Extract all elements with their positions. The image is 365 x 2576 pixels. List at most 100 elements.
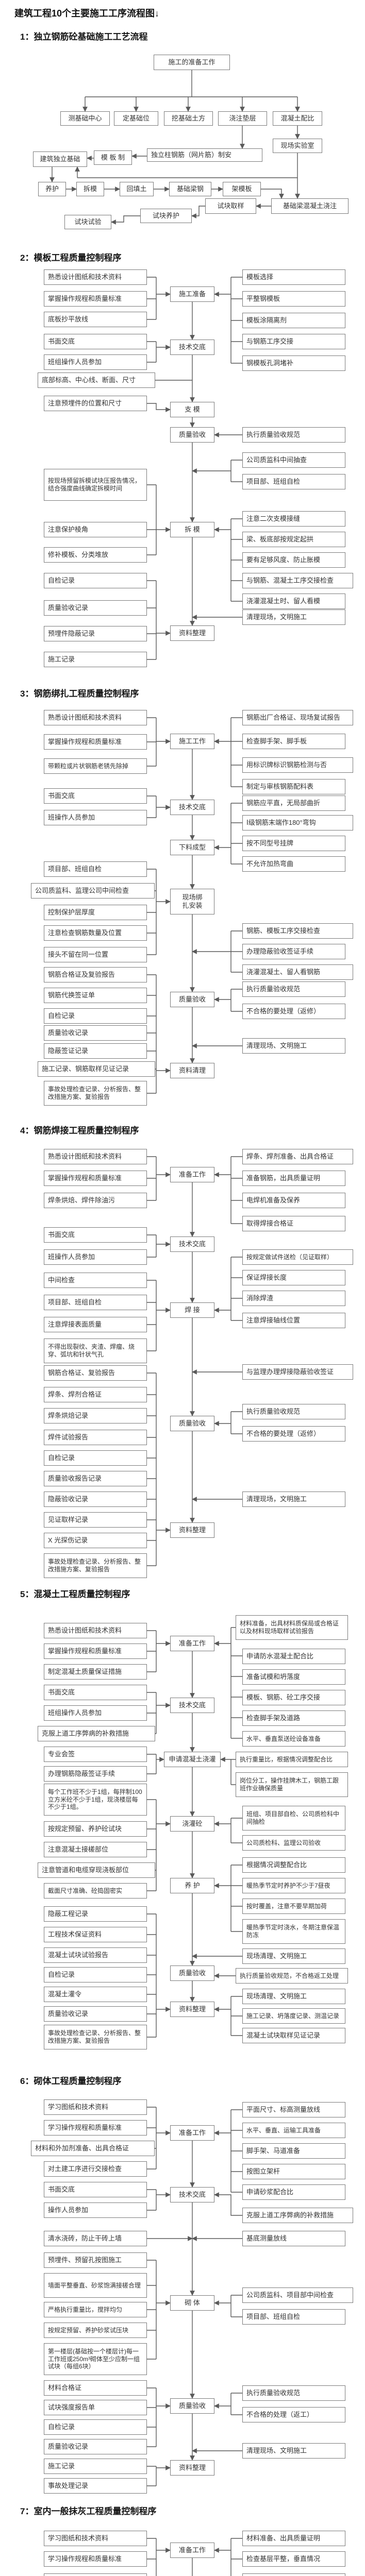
connector-line <box>261 189 284 199</box>
flow-node: 按规定预留、养护砼试块 <box>44 1821 147 1837</box>
flow-node: 测基础中心 <box>60 111 110 126</box>
flow-node: 检查基层平整，垂直情况 <box>242 2551 345 2567</box>
flow-node: X 光探伤记录 <box>44 1533 147 1548</box>
flow-node: 熟悉设计图纸和技术资料 <box>44 1623 147 1638</box>
flow-node: 隐蔽验收记录 <box>44 1492 147 1507</box>
flow-node: 与钢筋工序交接 <box>242 334 345 349</box>
flow-node: 电焊机准备及保养 <box>242 1193 345 1208</box>
flow-node: 质量验收 <box>170 2398 214 2414</box>
flow-node: 注意焊接表面质量 <box>44 1317 147 1332</box>
flow-node: 模板选择 <box>242 269 345 285</box>
flow-node: 浇注垫层 <box>218 111 267 126</box>
flow-node: 执行质量验收规范 <box>242 2385 345 2401</box>
flow-node: 学习操作规程和质量标准 <box>44 2551 147 2567</box>
flow-node: 混凝土试块试验报告 <box>44 1947 147 1963</box>
flow-node: 质量验收报告记录 <box>44 1471 147 1486</box>
flow-node: 钢筋应平直，无局部曲折 <box>242 795 345 811</box>
flow-node: 学习操作规程和质量标准 <box>44 2120 147 2136</box>
flow-node: 底板抄平放线 <box>44 312 147 327</box>
flow-node: 下料成型 <box>170 840 214 855</box>
flow-node: 质量验收记录 <box>44 2006 147 2022</box>
connector-line <box>214 2192 242 2216</box>
flow-node: 项目部、班组自检 <box>44 861 147 877</box>
flow-node: 钢筋代换签证单 <box>44 988 147 1003</box>
flow-node: 要有足够风度、防止胀模 <box>242 552 345 568</box>
flow-node: 混凝土配比 <box>273 111 322 126</box>
flow-node: 准备工作 <box>170 1167 214 1182</box>
flow-node: 公司质监科、项目部中间检查 <box>242 2287 353 2303</box>
flow-node: 按时覆盖，注意不要早期加荷 <box>242 1899 345 1914</box>
flow-node: 对土建工序进行交接检查 <box>44 2161 147 2177</box>
flow-node: 平面尺寸、标高测量放线 <box>242 2102 345 2117</box>
flow-node: 暖热季节定时养护不少于7昼夜 <box>242 1878 345 1893</box>
flow-node: 质量验收记录 <box>44 1025 147 1041</box>
flow-node: 焊条、焊剂准备、出具合格证 <box>242 1149 353 1164</box>
flow-node: 不合格的要处理（返修） <box>242 1004 345 1019</box>
flow-node: 预埋件隐蔽记录 <box>44 626 147 641</box>
flow-node: 按规定做试件送检（见证取样） <box>242 1249 353 1265</box>
flow-node: 注意二次支模接缝 <box>242 511 345 527</box>
flow-node: 公司质监科中间抽查 <box>242 452 345 468</box>
flow-node: 工程技术保证资料 <box>44 1927 147 1942</box>
flow-node: 截面尺寸准确、砼捣固密实 <box>44 1883 147 1899</box>
flow-node: 熟悉设计图纸和技术资料 <box>44 269 147 285</box>
flow-node: 焊件试验报告 <box>44 1430 147 1445</box>
flow-node: 书面交底 <box>44 1685 147 1700</box>
flow-node: 项目部、班组自检 <box>242 2309 345 2325</box>
flow-node: 掌握操作规程和质量标准 <box>44 734 147 750</box>
flow-node: 材料准备，出具材料质保局或合格证以及材料现场取样试验报告 <box>236 1615 348 1640</box>
flow-node: 申请砂浆配合比 <box>242 2184 345 2200</box>
flow-node: 现场清理、文明施工 <box>242 1989 345 2004</box>
flow-node: 浇灌混凝土时、留人看模 <box>242 594 345 609</box>
flow-node: 自检记录 <box>44 1008 147 1024</box>
flow-node: 学习图纸和技术资料 <box>44 2531 147 2546</box>
flow-node: 书面交底 <box>44 788 147 804</box>
section-heading: 7：室内一般抹灰工程质量控制程序 <box>20 2506 157 2516</box>
flow-node: 技术交底 <box>170 2187 214 2202</box>
flow-node: 按不同型号挂牌 <box>242 836 345 851</box>
flow-node: 施工记录、钢筋取样见证记录 <box>38 1061 155 1077</box>
flow-node: 注意检查钢筋数量及位置 <box>44 925 147 941</box>
flow-node: 混凝土试块取样见证记录 <box>242 2028 345 2043</box>
flow-node: 用标识牌标识钢筋检测与否 <box>242 757 353 773</box>
flow-node: 材料合格证 <box>44 2380 147 2396</box>
flow-node: 项目部、班组自检 <box>44 1295 147 1310</box>
flow-node: 检查脚手架及道路 <box>242 1710 345 1726</box>
flow-node: 钢模板孔洞堵补 <box>242 355 345 371</box>
flow-node: 焊条、焊剂合格证 <box>44 1387 147 1402</box>
flow-node: 技术交底 <box>170 1236 214 1252</box>
flow-node: 根据情况调整配合比 <box>242 1857 345 1873</box>
flow-node: 书面交底 <box>44 334 147 349</box>
flow-node: 公司质监科、监理公司中间检查 <box>31 883 155 899</box>
flow-node: 带颗粒或片状钢筋老锈先除掉 <box>44 758 147 774</box>
connector-line <box>191 206 205 218</box>
flow-node: 熟悉设计图纸和技术资料 <box>44 710 147 725</box>
flow-node: 架模板 <box>223 182 261 196</box>
flow-node: 施工记录 <box>44 2459 147 2474</box>
flow-node: 施工的准备工作 <box>154 55 230 70</box>
flow-node: 拆模 <box>76 182 104 196</box>
flow-node: 焊 接 <box>170 1302 214 1318</box>
flow-node: 混凝土灌令 <box>44 1987 147 2002</box>
flow-node: 每个工作班不少于1组，每拌制100立方米砼不少于1组，现浇楼层每不少于1组。 <box>44 1784 147 1816</box>
flow-node: 与钢筋、混凝土工序交接检查 <box>242 573 353 588</box>
flow-node: 施工记录、坍落度记录、测温记录 <box>242 2008 345 2024</box>
flow-node: 班操作人员参加 <box>44 810 147 825</box>
flow-node: 准备试模和坍落度 <box>242 1669 345 1685</box>
flow-node: 事故处理记录 <box>44 2478 147 2494</box>
flow-node: 第一楼层(基础按一个楼层计)每一工作班或250m³砌体至少应制一组试块（每组6块… <box>44 2343 147 2375</box>
flow-node: 隐蔽签证记录 <box>44 1043 147 1059</box>
flow-node: 平整钢模板 <box>242 291 345 307</box>
flow-node: 暖热季节定时浇水，冬期注意保温防冻 <box>242 1919 345 1944</box>
flow-node: 保证焊接长度 <box>242 1270 345 1285</box>
flow-node: 修补模板、分类堆放 <box>44 547 147 563</box>
flow-node: 钢筋合格证、复验报告 <box>44 1365 147 1381</box>
flow-node: 准备工作 <box>170 2543 214 2558</box>
flow-node: 隐蔽工程记录 <box>44 1906 147 1922</box>
flow-node: 书面交底 <box>44 2182 147 2197</box>
flow-node: 事故处理检查记录、分析报告、整改措施方案、复验报告 <box>44 1553 147 1578</box>
flow-node: 资料整理 <box>170 2460 214 2476</box>
flow-node: 见证取样记录 <box>44 1512 147 1528</box>
flow-node: 注意混凝土接槎部位 <box>44 1842 147 1857</box>
flow-node: 清理现场、文明施工 <box>242 1038 345 1054</box>
